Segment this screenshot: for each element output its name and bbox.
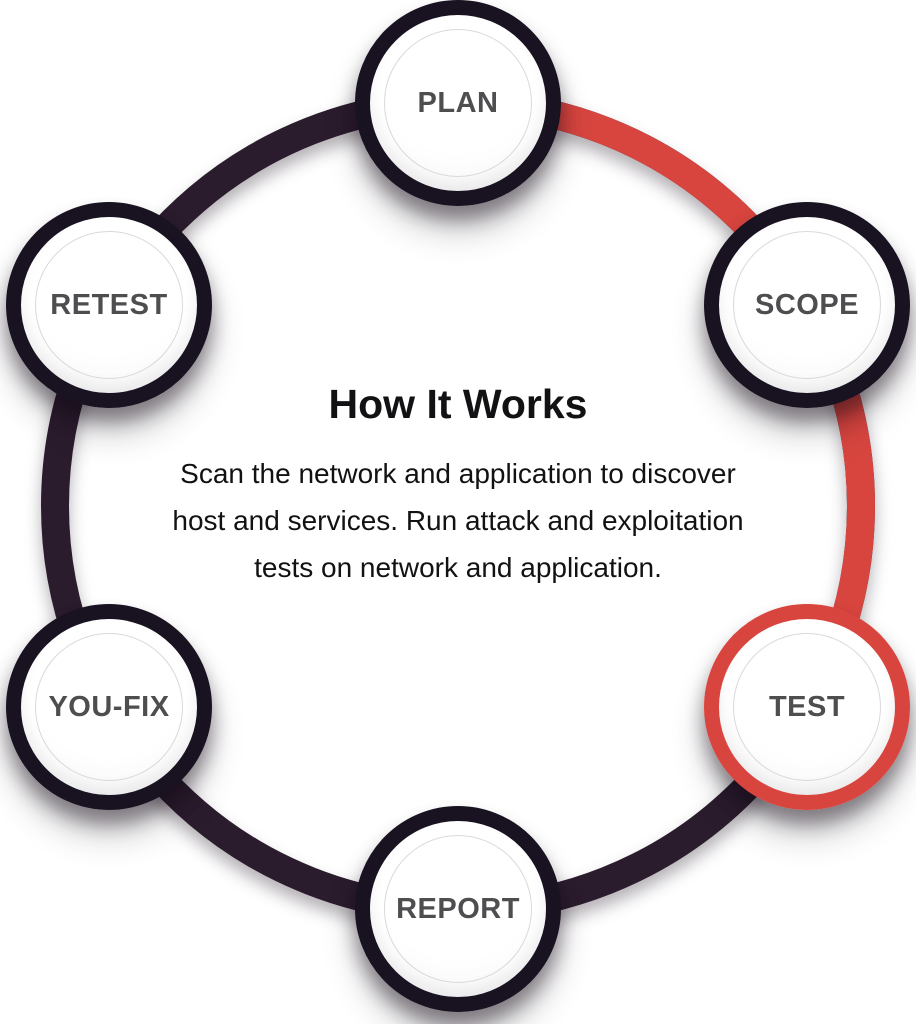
step-node-report: REPORT <box>355 806 561 1012</box>
diagram-title: How It Works <box>328 381 588 427</box>
step-label-you-fix: YOU-FIX <box>48 690 170 723</box>
step-node-scope: SCOPE <box>704 202 910 408</box>
step-label-report: REPORT <box>396 892 520 925</box>
step-node-retest: RETEST <box>6 202 212 408</box>
step-node-plan: PLAN <box>355 0 561 206</box>
diagram-description: Scan the network and application to disc… <box>172 458 744 583</box>
step-node-you-fix: YOU-FIX <box>6 604 212 810</box>
step-label-scope: SCOPE <box>754 288 860 321</box>
step-label-plan: PLAN <box>417 86 499 119</box>
step-label-retest: RETEST <box>50 288 168 321</box>
step-node-test: TEST <box>704 604 910 810</box>
step-label-test: TEST <box>768 690 846 723</box>
center-copy: How It Works Scan the network and applic… <box>0 384 916 591</box>
